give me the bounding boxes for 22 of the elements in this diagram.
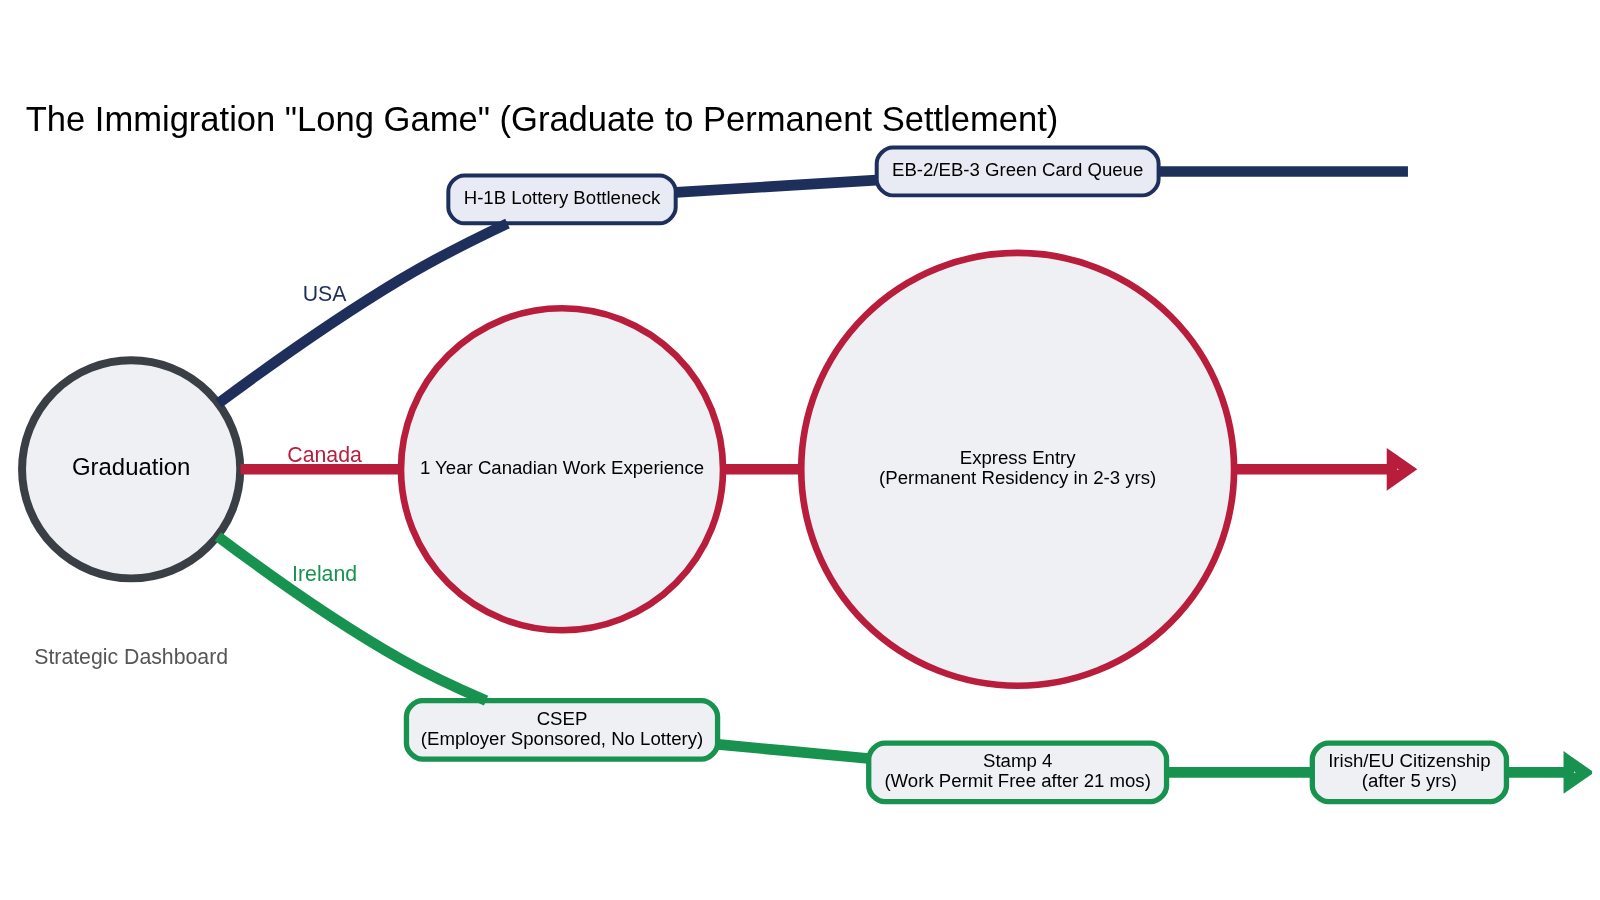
label: Strategic Dashboard: [34, 645, 229, 670]
connector: [717, 739, 869, 764]
diagram-title: The Immigration "Long Game" (Graduate to Permanent Settlement): [25, 100, 1059, 139]
edge-label: USA: [302, 282, 347, 307]
connector: [1166, 767, 1313, 778]
connector: [1158, 166, 1408, 177]
node-box: Stamp 4 (Work Permit Free after 21 mos): [866, 740, 1170, 805]
node-box: H-1B Lottery Bottleneck: [446, 173, 678, 226]
node-circle: Express Entry (Permanent Residency in 2-3 yrs): [797, 249, 1238, 690]
node-circle: Graduation: [18, 356, 245, 583]
connector: [214, 532, 489, 706]
node-box: CSEP (Employer Sponsored, No Lottery): [403, 697, 721, 762]
node-circle: 1 Year Canadian Work Experience: [397, 304, 727, 634]
connector: [240, 463, 401, 475]
edge-label: Canada: [287, 443, 362, 468]
connector: [215, 218, 510, 408]
arrow: [1506, 751, 1592, 794]
connector: [675, 174, 877, 198]
arrow: [1234, 447, 1418, 491]
edge-label: Ireland: [292, 561, 358, 586]
node-box: Irish/EU Citizenship (after 5 yrs): [1309, 740, 1510, 805]
node-box: EB-2/EB-3 Green Card Queue: [874, 145, 1161, 198]
